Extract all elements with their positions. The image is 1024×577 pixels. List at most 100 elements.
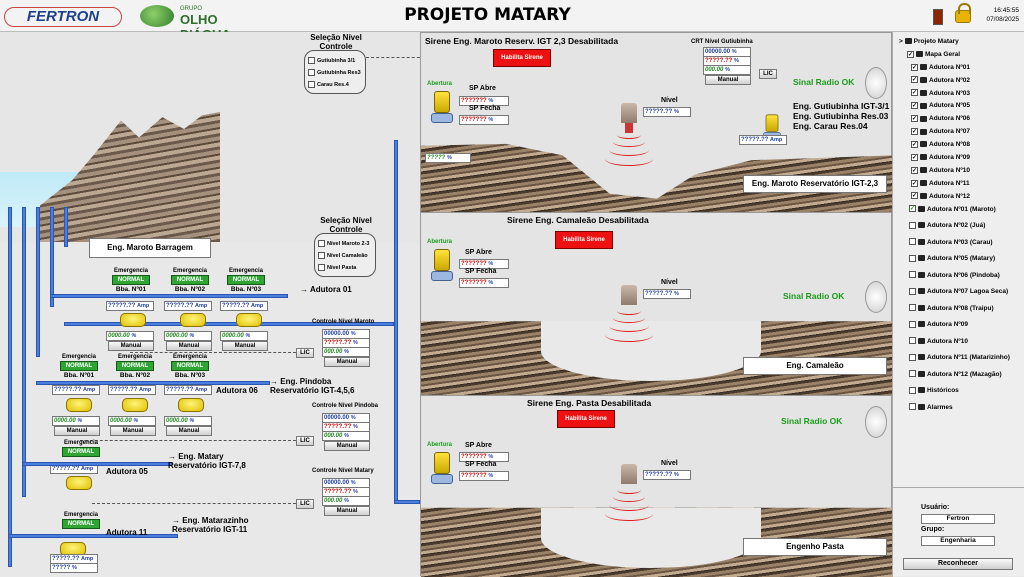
checked-checkbox[interactable]: ✓ — [911, 89, 918, 97]
tree-item[interactable]: ✓Adutora Nº06 — [911, 115, 971, 123]
checked-checkbox[interactable]: ✓ — [911, 179, 918, 187]
tree-item[interactable]: ✓Mapa Geral — [907, 50, 961, 58]
checked-checkbox[interactable]: ✓ — [911, 102, 918, 110]
valve-icon[interactable] — [431, 249, 453, 283]
tree-item[interactable]: Históricos — [899, 385, 1023, 402]
enable-siren-button[interactable]: Habilita Sirene — [493, 49, 551, 67]
valve-icon[interactable] — [431, 452, 453, 486]
pump-icon[interactable] — [180, 313, 206, 327]
sel2-option-2[interactable]: Nível Camaleão — [318, 250, 372, 262]
checked-checkbox[interactable]: ✓ — [909, 205, 916, 213]
checkbox[interactable] — [909, 254, 916, 262]
valve-icon[interactable] — [431, 91, 453, 125]
manual-button[interactable]: Manual — [108, 341, 154, 351]
tree-item[interactable]: ✓Adutora Nº08 — [911, 140, 971, 149]
status-normal: NORMAL — [171, 275, 209, 285]
sel1-option-1[interactable]: Gutiubinha 3/1 — [308, 55, 362, 67]
checked-checkbox[interactable]: ✓ — [911, 140, 918, 148]
tree-item[interactable]: Adutora Nº09 — [899, 319, 1023, 336]
manual-button[interactable]: Manual — [324, 441, 370, 451]
lic-tag[interactable]: LIC — [759, 69, 777, 79]
checkbox[interactable] — [308, 69, 315, 77]
tree-item[interactable]: ✓Adutora Nº10 — [911, 166, 971, 174]
checkbox[interactable] — [909, 320, 916, 328]
manual-button[interactable]: Manual — [110, 426, 156, 436]
pump-icon[interactable] — [236, 313, 262, 327]
tree-item[interactable]: Adutora Nº06 (Pindoba) — [899, 270, 1023, 287]
pump-icon[interactable] — [122, 398, 148, 412]
manual-button[interactable]: Manual — [166, 341, 212, 351]
exit-door-icon[interactable] — [933, 9, 943, 25]
checked-checkbox[interactable]: ✓ — [911, 192, 918, 200]
expand-icon[interactable]: > — [899, 38, 903, 45]
tree-item[interactable]: ✓Adutora Nº01 — [911, 63, 971, 71]
checkbox[interactable] — [308, 81, 315, 89]
tree-item[interactable]: Adutora Nº07 Lagoa Seca) — [899, 286, 1023, 303]
lock-icon[interactable] — [955, 3, 971, 23]
tree-item[interactable]: Adutora Nº08 (Traipu) — [899, 303, 1023, 320]
tree-item[interactable]: ✓Adutora Nº05 — [911, 102, 971, 110]
checked-checkbox[interactable]: ✓ — [911, 166, 918, 174]
checkbox[interactable] — [909, 221, 916, 229]
screen-icon — [918, 370, 925, 377]
tree-item[interactable]: ✓Adutora Nº03 — [911, 89, 971, 97]
lic-tag[interactable]: LIC — [296, 348, 314, 358]
checkbox[interactable] — [909, 287, 916, 295]
acknowledge-button[interactable]: Reconhecer — [903, 558, 1013, 570]
tree-item[interactable]: Adutora Nº02 (Juá) — [899, 220, 1023, 237]
sel1-option-2[interactable]: Gutiubinha Res3 — [308, 67, 362, 79]
site-panel-camaleao: Sirene Eng. Camaleão Desabilitada Habili… — [420, 212, 893, 396]
checkbox[interactable] — [909, 353, 916, 361]
manual-button[interactable]: Manual — [54, 426, 100, 436]
checkbox[interactable] — [909, 403, 916, 411]
tree-item[interactable]: ✓Adutora Nº09 — [911, 153, 971, 162]
tree-item[interactable]: ✓Adutora Nº07 — [911, 128, 971, 136]
tree-item[interactable]: Adutora Nº03 (Carau) — [899, 237, 1023, 254]
checked-checkbox[interactable]: ✓ — [907, 50, 914, 58]
checked-checkbox[interactable]: ✓ — [911, 115, 918, 123]
tree-item[interactable]: Alarmes — [899, 402, 1023, 419]
tree-item[interactable]: ✓Adutora Nº11 — [911, 179, 970, 187]
checkbox[interactable] — [318, 240, 325, 248]
manual-button[interactable]: Manual — [324, 506, 370, 516]
sel2-option-1[interactable]: Nível Maroto 2-3 — [318, 238, 372, 250]
checkbox[interactable] — [909, 337, 916, 345]
enable-siren-button[interactable]: Habilita Sirene — [557, 410, 615, 428]
pump-icon[interactable] — [66, 476, 92, 490]
tree-root[interactable]: > Projeto Matary — [899, 38, 959, 45]
checked-checkbox[interactable]: ✓ — [911, 128, 918, 136]
checkbox[interactable] — [909, 370, 916, 378]
tree-item[interactable]: Adutora Nº10 — [899, 336, 1023, 353]
checkbox[interactable] — [909, 304, 916, 312]
checkbox[interactable] — [909, 271, 916, 279]
checked-checkbox[interactable]: ✓ — [911, 153, 918, 161]
tree-item[interactable]: Adutora Nº11 (Matarizinho) — [899, 352, 1023, 369]
lic-tag[interactable]: LIC — [296, 499, 314, 509]
lic-tag[interactable]: LIC — [296, 436, 314, 446]
manual-button[interactable]: Manual — [705, 75, 751, 85]
sel1-option-3[interactable]: Carau Res.4 — [308, 79, 362, 91]
pump-icon[interactable] — [66, 398, 92, 412]
manual-button[interactable]: Manual — [324, 357, 370, 367]
checked-checkbox[interactable]: ✓ — [911, 63, 918, 71]
checkbox[interactable] — [318, 264, 325, 272]
tree-item[interactable]: Adutora Nº05 (Matary) — [899, 253, 1023, 270]
pump-icon[interactable] — [178, 398, 204, 412]
tree-item[interactable]: ✓Adutora Nº02 — [911, 76, 971, 84]
tree-item[interactable]: ✓Adutora Nº12 — [911, 192, 971, 200]
pump-icon[interactable] — [120, 313, 146, 327]
checked-checkbox[interactable]: ✓ — [911, 76, 918, 84]
pump-group-2-3: Emergencia NORMAL Bba. Nº03 — [171, 354, 209, 379]
manual-button[interactable]: Manual — [222, 341, 268, 351]
checkbox[interactable] — [909, 238, 916, 246]
manual-button[interactable]: Manual — [166, 426, 212, 436]
sel2-option-3[interactable]: Nível Pasta — [318, 262, 372, 274]
checkbox[interactable] — [318, 252, 325, 260]
tree-item[interactable]: ✓Adutora Nº01 (Maroto) — [909, 205, 996, 213]
enable-siren-button[interactable]: Habilita Sirene — [555, 231, 613, 249]
checkbox[interactable] — [909, 386, 916, 394]
checkbox[interactable] — [308, 57, 315, 65]
ctrl-maroto-title: Controle Nível Maroto — [312, 319, 375, 325]
sp-abre-value: ??????? % — [459, 96, 509, 106]
tree-item[interactable]: Adutora Nº12 (Mazagão) — [899, 369, 1023, 386]
